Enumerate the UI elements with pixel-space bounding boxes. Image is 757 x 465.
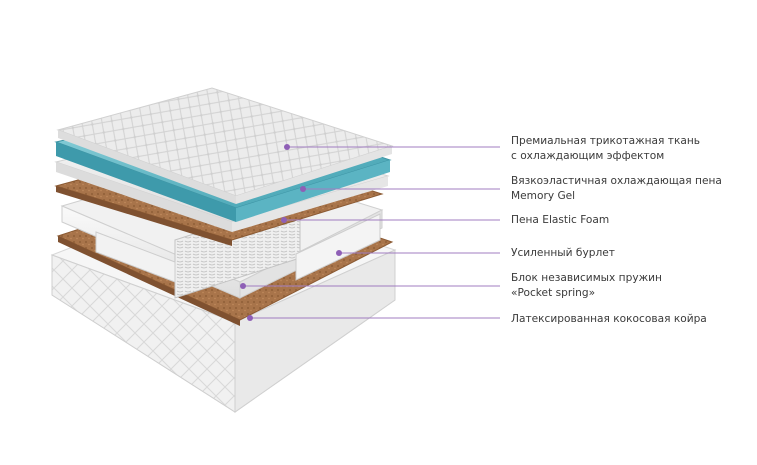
knit-fabric-top	[56, 87, 394, 204]
callout-elastic-foam-line1: Пена Elastic Foam	[511, 214, 610, 226]
callout-elastic-foam: Пена Elastic Foam	[511, 213, 609, 228]
callout-memory-gel-line2: Memory Gel	[511, 190, 576, 202]
leader-coir-dot	[247, 315, 253, 321]
callout-reinforced-border-line1: Усиленный бурлет	[511, 247, 615, 259]
callout-coir: Латексированная кокосовая койра	[511, 312, 707, 327]
callout-coir-line1: Латексированная кокосовая койра	[511, 313, 707, 325]
callout-pocket-spring-line2: «Pocket spring»	[511, 287, 596, 299]
callout-memory-gel-line1: Вязкоэластичная охлаждающая пена	[511, 175, 722, 187]
callout-pocket-spring: Блок независимых пружин «Pocket spring»	[511, 271, 662, 301]
callout-knit-fabric-line1: Премиальная трикотажная ткань	[511, 135, 701, 147]
callout-reinforced-border: Усиленный бурлет	[511, 246, 615, 261]
callout-pocket-spring-line1: Блок независимых пружин	[511, 272, 662, 284]
leader-elastic-foam-dot	[281, 217, 287, 223]
leader-memory-gel-dot	[300, 186, 306, 192]
callout-knit-fabric-line2: с охлаждающим эффектом	[511, 150, 665, 162]
leader-pocket-spring-dot	[240, 283, 246, 289]
leader-reinforced-border-dot	[336, 250, 342, 256]
leader-lines	[240, 144, 500, 321]
leader-knit-fabric-dot	[284, 144, 290, 150]
callout-knit-fabric: Премиальная трикотажная ткань с охлаждаю…	[511, 134, 700, 164]
callout-memory-gel: Вязкоэластичная охлаждающая пена Memory …	[511, 174, 722, 204]
